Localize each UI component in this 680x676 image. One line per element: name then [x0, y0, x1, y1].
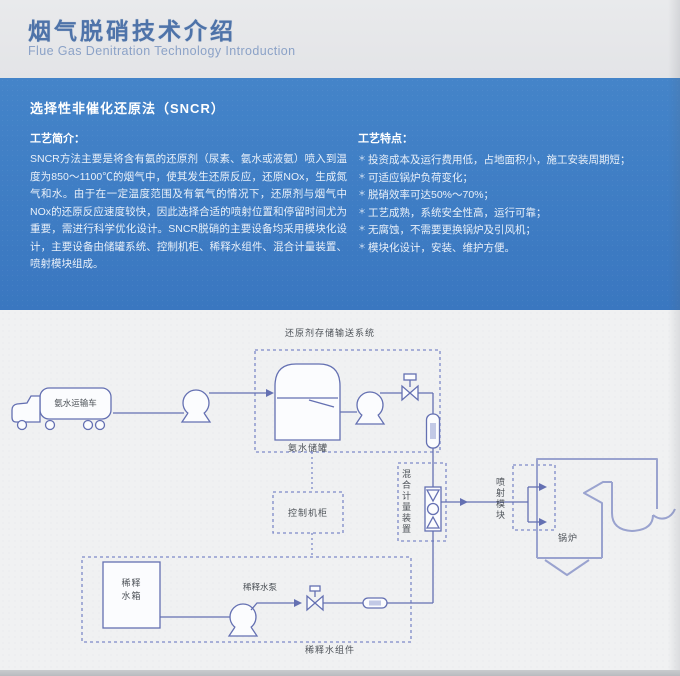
dilution-pump-label: 稀释水泵	[242, 582, 277, 592]
unloading-pump	[180, 389, 212, 423]
truck-wheel	[16, 419, 28, 431]
dilution-assembly-label: 稀释水组件	[304, 645, 355, 655]
feature-text: 工艺成熟，系统安全性高，运行可靠；	[368, 206, 547, 219]
feature-item: ＊无腐蚀，不需要更换锅炉及引风机；	[358, 221, 670, 239]
page-header: 烟气脱硝技术介绍 Flue Gas Denitration Technology…	[0, 0, 680, 78]
boiler-outline	[536, 458, 676, 576]
bullet-mark: ＊	[358, 241, 366, 251]
flow-arrow	[294, 599, 302, 607]
feature-item: ＊投资成本及运行费用低，占地面积小，施工安装周期短；	[358, 151, 670, 169]
feature-text: 无腐蚀，不需要更换锅炉及引风机；	[368, 224, 536, 236]
features-heading: 工艺特点：	[358, 133, 413, 145]
truck-label: 氨水运输车	[54, 398, 97, 408]
metering-rotameter	[424, 486, 442, 532]
ammonia-truck	[11, 387, 112, 431]
mixing-device-label: 混合计量装置	[401, 469, 411, 535]
control-cabinet-box	[272, 491, 344, 534]
inline-filter	[425, 413, 441, 449]
feature-text: 可适应锅炉负荷变化；	[368, 171, 473, 184]
bullet-mark: ＊	[358, 206, 366, 216]
dilution-discharge-pipe	[250, 602, 294, 611]
feature-item: ＊脱硝效率可达50%～70%；	[358, 186, 670, 204]
feature-item: ＊工艺成熟，系统安全性高，运行可靠；	[358, 204, 670, 222]
truck-cab	[11, 395, 41, 423]
feature-text: 投资成本及运行费用低，占地面积小，施工安装周期短；	[368, 154, 631, 166]
injection-bracket	[527, 483, 547, 526]
boiler-label: 锅炉	[557, 533, 578, 543]
injection-module-boundary	[512, 464, 556, 531]
sncr-flow-diagram: 还原剂存储输送系统 氨水运输车 氨水储罐 控制机柜 混合计量装置 喷射模块 锅炉…	[0, 310, 680, 676]
bullet-mark: ＊	[358, 189, 366, 198]
process-intro-column: 工艺简介： SNCR方法主要是将含有氨的还原剂（尿素、氨水或液氨）喷入到温度为8…	[30, 130, 347, 274]
truck-wheel	[94, 419, 106, 431]
control-cabinet-label: 控制机柜	[287, 508, 328, 518]
dilution-tank-label-line2: 水箱	[121, 591, 142, 601]
feed-pump	[354, 391, 386, 425]
flow-diagram-canvas	[11, 349, 676, 643]
storage-system-boundary	[254, 349, 441, 453]
feature-text: 脱硝效率可达50%～70%；	[368, 189, 495, 201]
page-title: 烟气脱硝技术介绍	[28, 18, 236, 44]
dilution-flow-meter	[362, 597, 388, 609]
feed-valve	[401, 373, 419, 402]
dilution-pump	[227, 603, 259, 637]
flow-arrow	[460, 498, 468, 506]
dilution-tank-label: 稀释 水箱	[104, 576, 159, 602]
page-edge-shadow-bottom	[0, 670, 680, 676]
ammonia-storage-tank	[274, 363, 341, 441]
feature-item: ＊模块化设计，安装、维护方便。	[358, 239, 670, 257]
dilution-tank-label-line1: 稀释	[121, 578, 142, 588]
sncr-section: 选择性非催化还原法（SNCR） 工艺简介： SNCR方法主要是将含有氨的还原剂（…	[0, 78, 680, 310]
bullet-mark: ＊	[358, 154, 366, 163]
feature-text: 模块化设计，安装、维护方便。	[368, 241, 515, 254]
page-subtitle: Flue Gas Denitration Technology Introduc…	[28, 44, 296, 58]
section-title: 选择性非催化还原法（SNCR）	[30, 101, 225, 116]
bullet-mark: ＊	[358, 171, 366, 181]
bullet-mark: ＊	[358, 224, 366, 233]
injection-module-label: 喷射模块	[495, 477, 505, 521]
storage-system-label: 还原剂存储输送系统	[284, 328, 375, 338]
ammonia-tank-label: 氨水储罐	[287, 443, 328, 453]
process-features-column: 工艺特点： ＊投资成本及运行费用低，占地面积小，施工安装周期短； ＊可适应锅炉负…	[358, 130, 670, 256]
flow-arrow	[266, 389, 274, 397]
page-edge-shadow-right	[668, 0, 680, 676]
feature-item: ＊可适应锅炉负荷变化；	[358, 169, 670, 187]
intro-heading: 工艺简介：	[30, 133, 85, 145]
dilution-valve	[306, 585, 324, 612]
truck-wheel	[82, 419, 94, 431]
dilution-water-tank	[102, 561, 161, 629]
truck-wheel	[44, 419, 56, 431]
intro-body: SNCR方法主要是将含有氨的还原剂（尿素、氨水或液氨）喷入到温度为850～110…	[30, 153, 347, 270]
dilution-assembly-boundary	[81, 556, 412, 643]
